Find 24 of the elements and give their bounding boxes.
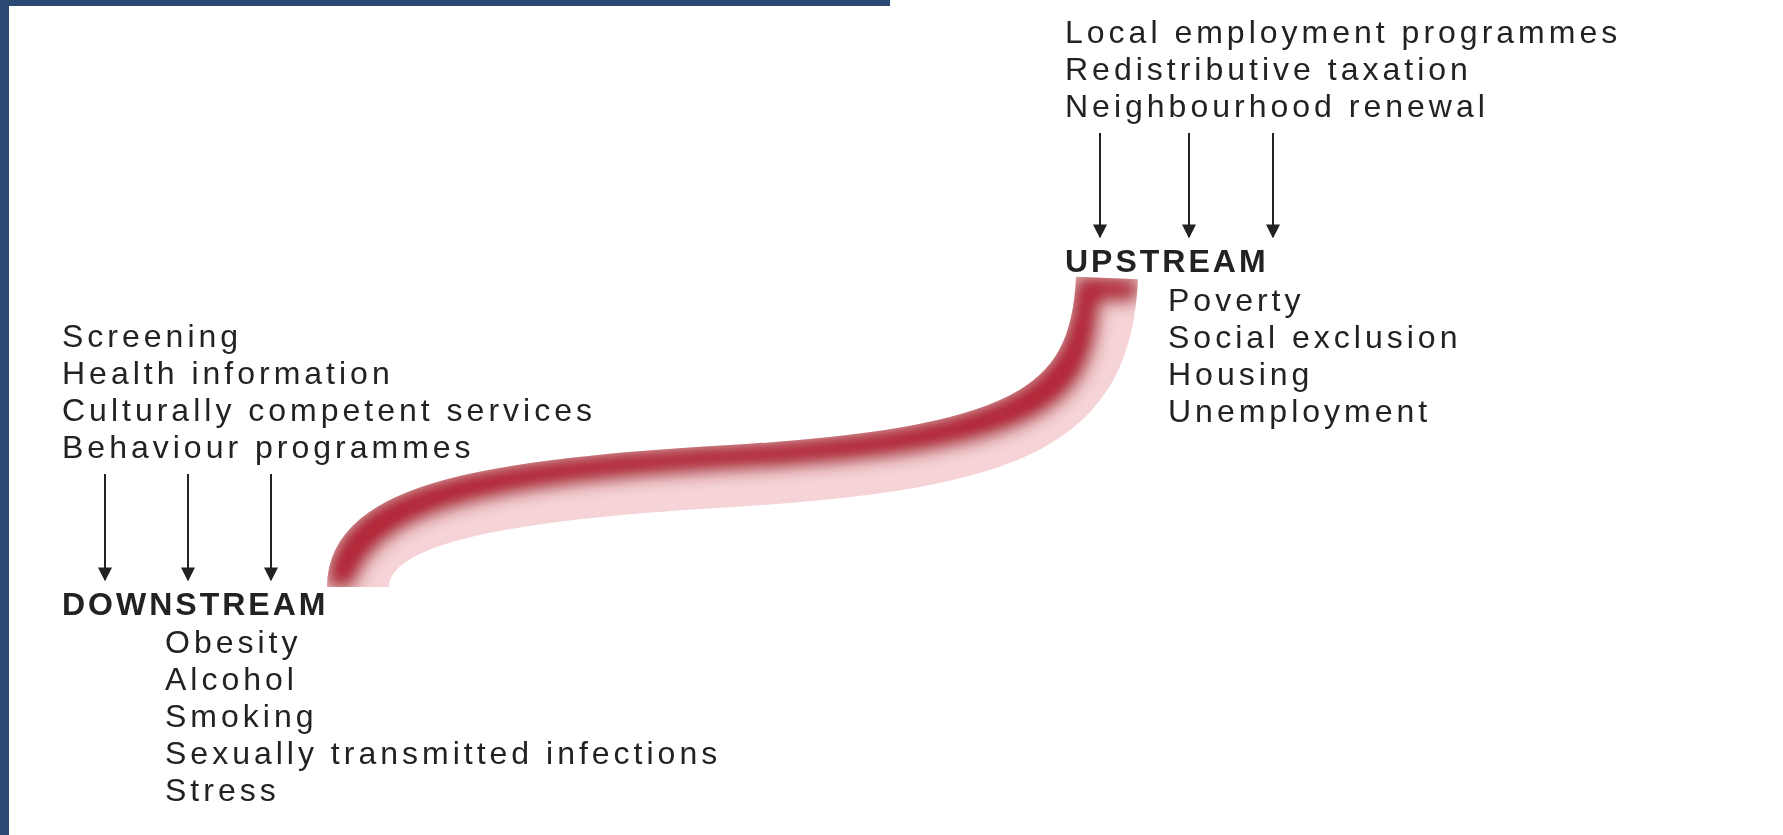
list-item: Sexually transmitted infections [165, 735, 722, 772]
stream-heading: UPSTREAM [1065, 243, 1269, 279]
list-item: Neighbourhood renewal [1065, 88, 1490, 125]
arrow [181, 473, 195, 582]
arrow [1093, 132, 1107, 239]
stream-heading: DOWNSTREAM [62, 586, 329, 622]
list-item: Alcohol [165, 661, 299, 698]
list-item: Redistributive taxation [1065, 51, 1473, 88]
list-item: Health information [62, 355, 395, 392]
list-item: Local employment programmes [1065, 14, 1622, 51]
list-item: Unemployment [1168, 393, 1433, 430]
arrow [264, 473, 278, 582]
list-item: Social exclusion [1168, 319, 1462, 356]
list-item: Screening [62, 318, 244, 355]
list-item: Smoking [165, 698, 319, 735]
arrow [1182, 132, 1196, 239]
list-item: Housing [1168, 356, 1315, 393]
list-item: Behaviour programmes [62, 429, 476, 466]
list-item: Obesity [165, 624, 303, 661]
list-item: Culturally competent services [62, 392, 596, 429]
arrow [98, 473, 112, 582]
arrow [1266, 132, 1280, 239]
list-item: Poverty [1168, 282, 1306, 319]
list-item: Stress [165, 772, 281, 809]
